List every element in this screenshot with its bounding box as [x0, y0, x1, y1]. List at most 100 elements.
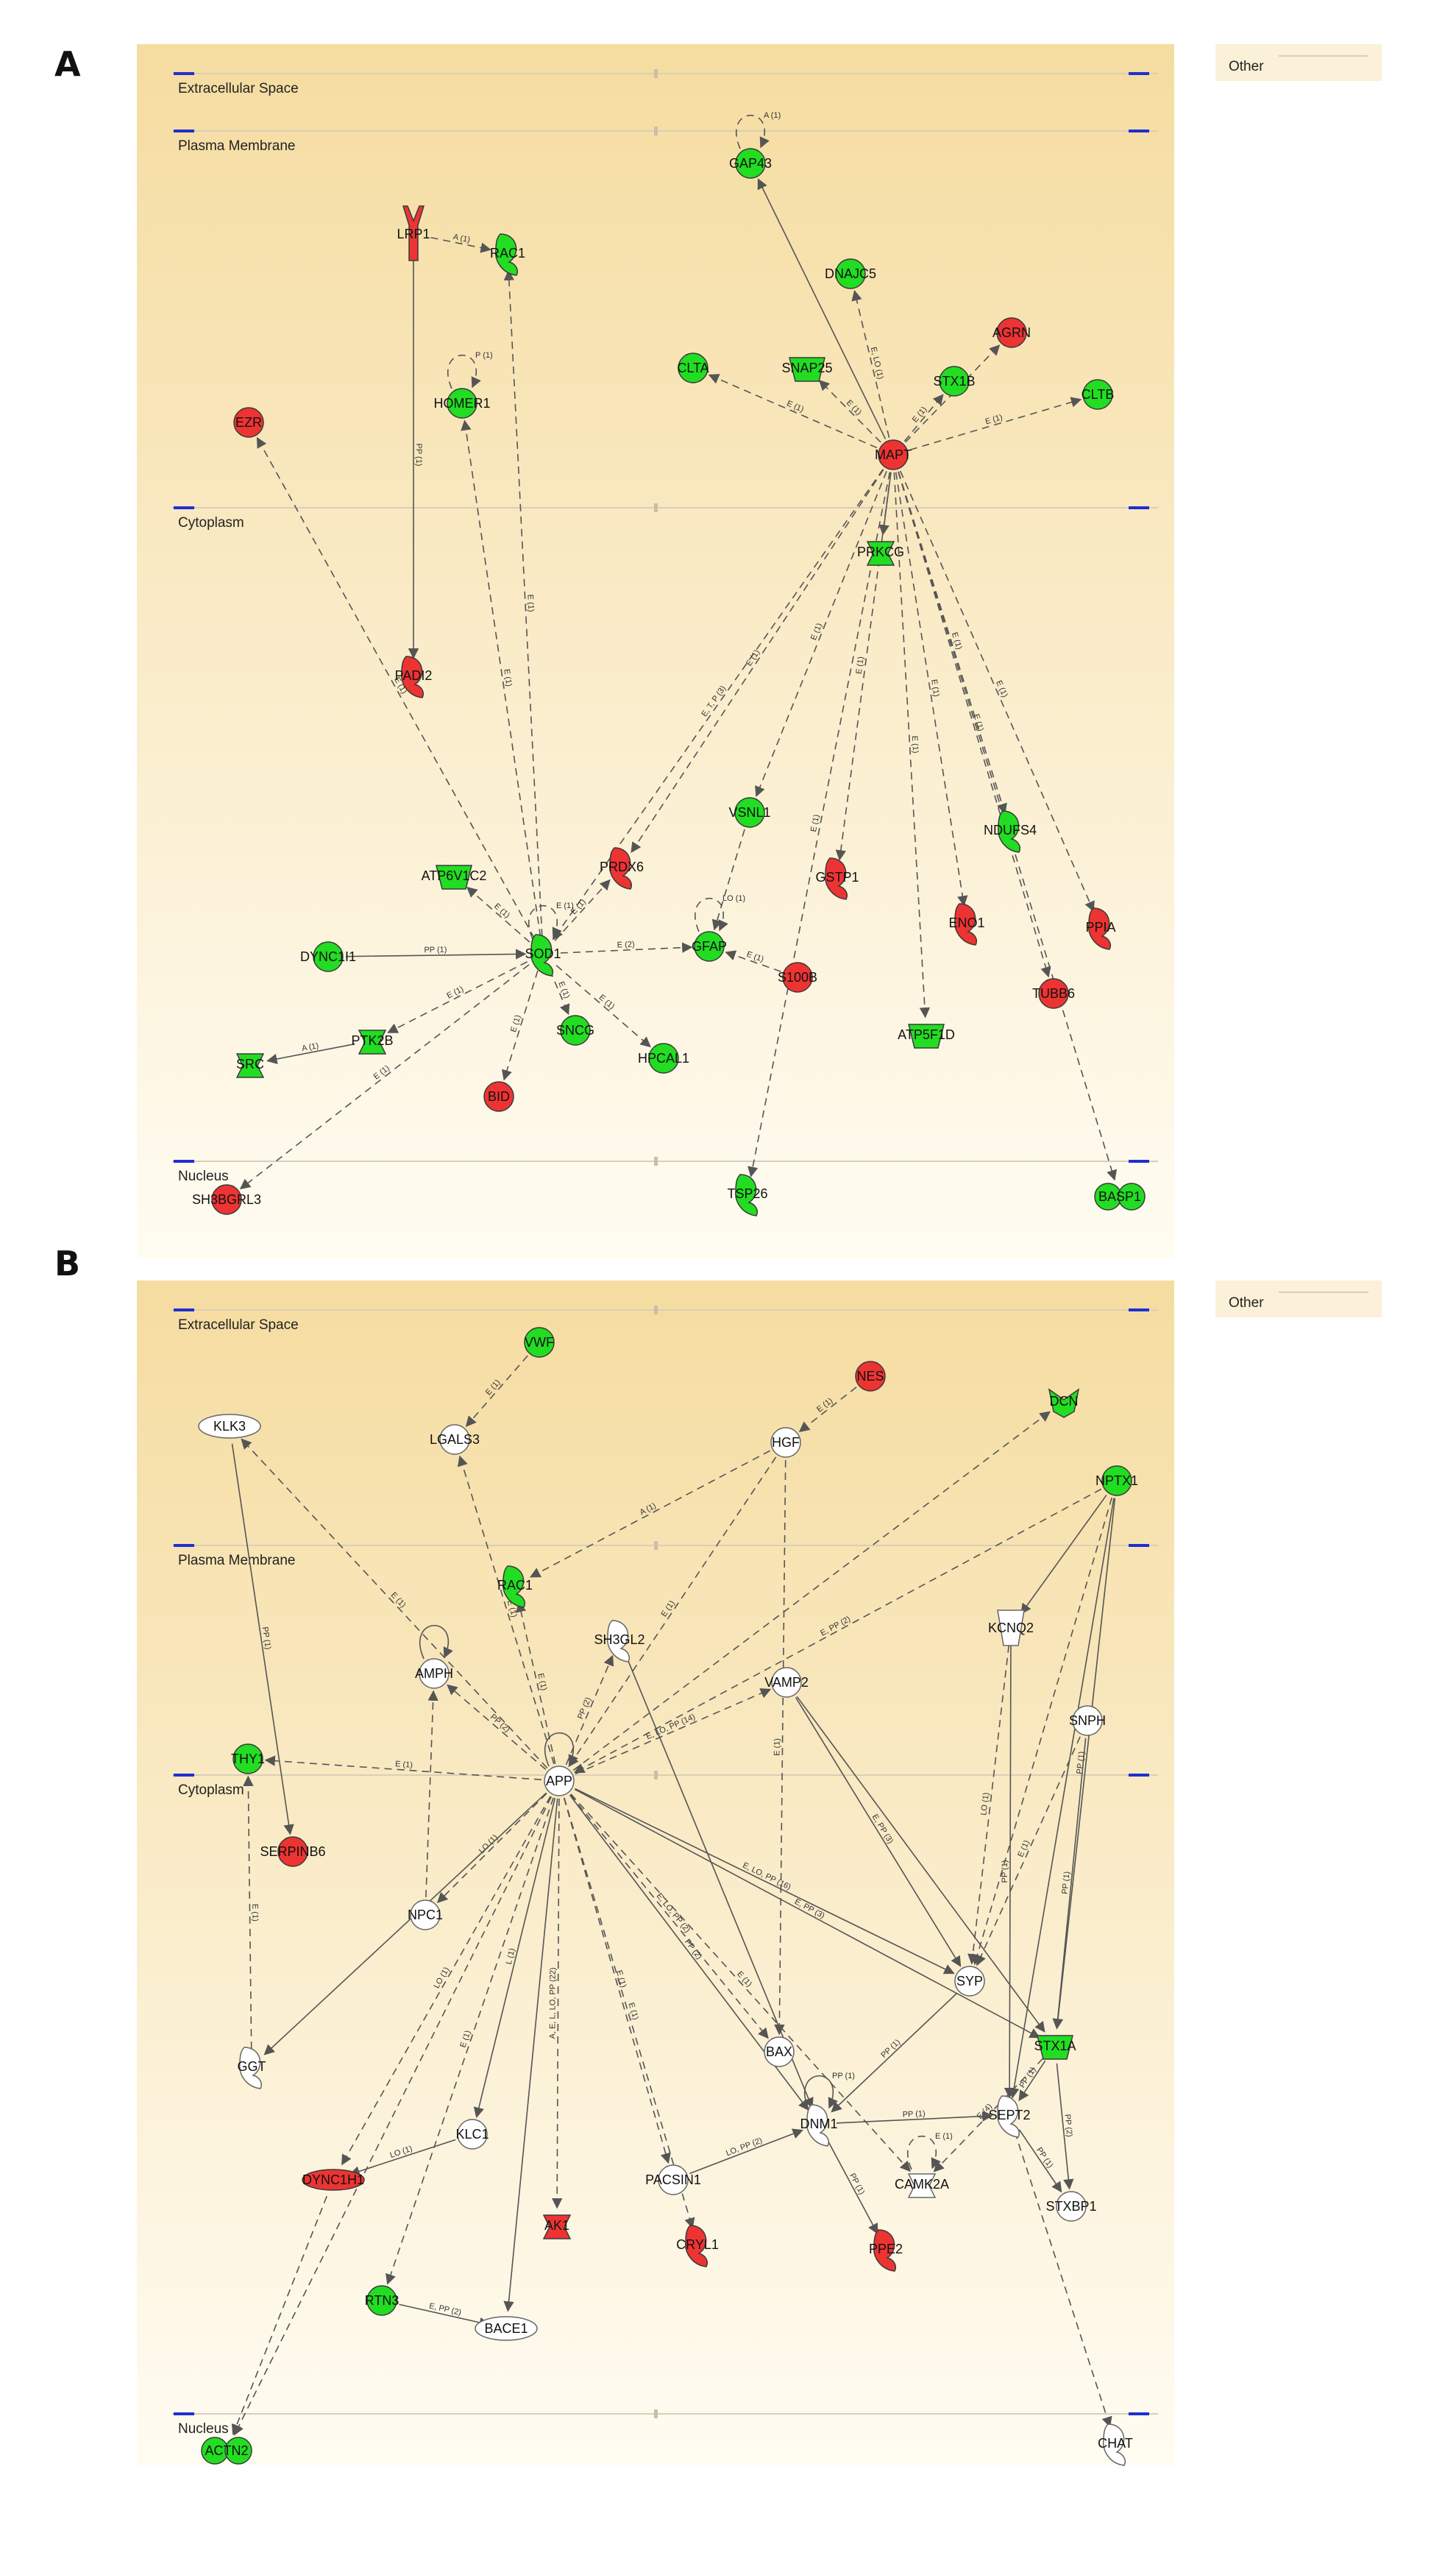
node-sept2[interactable]: SEPT2 [988, 2095, 1031, 2138]
node-pacsin1[interactable]: PACSIN1 [645, 2164, 701, 2195]
node-homer1[interactable]: HOMER1 [433, 388, 491, 419]
node-label-stxbp1: STXBP1 [1045, 2199, 1096, 2214]
node-cltb[interactable]: CLTB [1082, 379, 1115, 410]
edge-dync1i1-to-sod1 [345, 949, 527, 960]
region-label-cytoplasm: Cytoplasm [178, 1782, 244, 1798]
edge-syp-to-dnm1 [831, 1992, 958, 2113]
node-nptx1[interactable]: NPTX1 [1095, 1465, 1138, 1496]
node-clta[interactable]: CLTA [677, 353, 709, 383]
node-atp6v1c2[interactable]: ATP6V1C2 [422, 865, 487, 890]
edge-label: A, E, L, LO, PP (22) [548, 1967, 558, 2039]
edge-label: PP (1) [1001, 1860, 1009, 1883]
edge-sod1-to-ezr [256, 436, 536, 939]
node-bace1[interactable]: BACE1 [475, 2316, 538, 2341]
node-gstp1[interactable]: GSTP1 [815, 857, 859, 900]
node-hpcal1[interactable]: HPCAL1 [638, 1043, 689, 1074]
node-rac1[interactable]: RAC1 [497, 1565, 533, 1608]
node-rtn3[interactable]: RTN3 [365, 2285, 399, 2316]
node-prkcg[interactable]: PRKCG [857, 541, 904, 566]
node-stx1a[interactable]: STX1A [1034, 2035, 1076, 2060]
node-thy1[interactable]: THY1 [231, 1743, 265, 1774]
edge-label: E (1) [525, 594, 535, 612]
node-label-padi2: PADI2 [395, 668, 433, 683]
edge-mapt-to-snap25 [818, 380, 881, 443]
node-hgf[interactable]: HGF [770, 1427, 801, 1458]
node-npc1[interactable]: NPC1 [408, 1899, 443, 1930]
node-dnm1[interactable]: DNM1 [800, 2104, 838, 2147]
node-sncg[interactable]: SNCG [556, 1015, 594, 1046]
node-agrn[interactable]: AGRN [992, 317, 1031, 348]
edge-mapt-to-sod1 [552, 469, 884, 941]
node-vsnl1[interactable]: VSNL1 [728, 797, 771, 828]
node-sod1[interactable]: SOD1 [525, 934, 561, 977]
node-ppia[interactable]: PPIA [1085, 907, 1116, 950]
node-dync1i1[interactable]: DYNC1I1 [300, 941, 356, 972]
node-label-sh3gl2: SH3GL2 [594, 1632, 644, 1647]
node-stxbp1[interactable]: STXBP1 [1045, 2191, 1097, 2222]
node-sh3bgrl3[interactable]: SH3BGRL3 [192, 1184, 261, 1215]
node-ppe2[interactable]: PPE2 [869, 2229, 903, 2272]
node-ezr[interactable]: EZR [233, 407, 264, 438]
node-ak1[interactable]: AK1 [542, 2214, 572, 2239]
edge-label: PP (1) [260, 1626, 272, 1650]
edge-app-to-camk2a [570, 1793, 911, 2172]
node-label-sod1: SOD1 [525, 946, 561, 961]
node-label-kcnq2: KCNQ2 [988, 1621, 1034, 1635]
node-dync1h1[interactable]: DYNC1H1 [302, 2169, 365, 2191]
edge-pacsin1-to-dnm1 [689, 2128, 803, 2175]
self-edge-sod1 [528, 905, 562, 940]
node-klc1[interactable]: KLC1 [455, 2119, 489, 2150]
node-snap25[interactable]: SNAP25 [781, 357, 833, 382]
node-label-bace1: BACE1 [484, 2321, 528, 2336]
edge-sod1-to-rac1 [503, 269, 543, 937]
edge-app-to-pacsin1 [563, 1797, 671, 2164]
edge-mapt-to-atp5f1d [893, 472, 931, 1019]
node-basp1[interactable]: BASP1 [1094, 1183, 1146, 1211]
edge-app-to-amph [447, 1684, 547, 1770]
node-stx1b[interactable]: STX1B [933, 366, 976, 397]
node-ndufs4[interactable]: NDUFS4 [984, 810, 1037, 853]
node-app[interactable]: APP [544, 1765, 575, 1796]
node-serpinb6[interactable]: SERPINB6 [260, 1836, 326, 1867]
node-chat[interactable]: CHAT [1098, 2423, 1133, 2466]
node-label-s100b: S100B [778, 970, 817, 985]
node-tubb6[interactable]: TUBB6 [1032, 978, 1075, 1009]
node-label-atp5f1d: ATP5F1D [898, 1027, 955, 1042]
node-s100b[interactable]: S100B [778, 962, 817, 993]
node-padi2[interactable]: PADI2 [395, 656, 433, 698]
node-gfap[interactable]: GFAP [692, 931, 727, 962]
node-ptk2b[interactable]: PTK2B [351, 1030, 394, 1055]
node-ggt[interactable]: GGT [238, 2047, 266, 2089]
node-eno1[interactable]: ENO1 [948, 903, 985, 946]
node-rac1[interactable]: RAC1 [490, 233, 525, 276]
node-atp5f1d[interactable]: ATP5F1D [898, 1024, 955, 1049]
node-nes[interactable]: NES [855, 1361, 886, 1392]
node-sh3gl2[interactable]: SH3GL2 [594, 1620, 645, 1662]
edge-nptx1-to-sept2 [1009, 1498, 1115, 2099]
node-kcnq2[interactable]: KCNQ2 [988, 1609, 1034, 1646]
node-label-lrp1: LRP1 [397, 227, 430, 241]
node-actn2[interactable]: ACTN2 [201, 2437, 252, 2465]
node-camk2a[interactable]: CAMK2A [895, 2173, 949, 2198]
node-prdx6[interactable]: PRDX6 [600, 847, 644, 890]
node-dcn[interactable]: DCN [1048, 1388, 1080, 1418]
node-amph[interactable]: AMPH [415, 1658, 453, 1689]
node-klk3[interactable]: KLK3 [198, 1414, 261, 1439]
node-mapt[interactable]: MAPT [875, 439, 912, 470]
node-dnajc5[interactable]: DNAJC5 [825, 258, 876, 289]
node-bid[interactable]: BID [483, 1081, 514, 1112]
node-syp[interactable]: SYP [954, 1966, 985, 1997]
node-bax[interactable]: BAX [764, 2036, 795, 2067]
node-lrp1[interactable]: LRP1 [397, 205, 430, 261]
node-src[interactable]: SRC [235, 1053, 265, 1078]
node-vamp2[interactable]: VAMP2 [764, 1667, 809, 1698]
node-lgals3[interactable]: LGALS3 [430, 1424, 480, 1455]
node-gap43[interactable]: GAP43 [729, 148, 772, 179]
edge-sept2-to-chat [1014, 2131, 1112, 2428]
node-vwf[interactable]: VWF [524, 1327, 555, 1358]
node-cryl1[interactable]: CRYL1 [676, 2225, 719, 2267]
node-label-tubb6: TUBB6 [1032, 986, 1075, 1001]
node-tspy26[interactable]: TSP26 [727, 1174, 768, 1216]
node-snph[interactable]: SNPH [1069, 1705, 1106, 1736]
region-plasma-membrane: Plasma Membrane [172, 127, 1158, 154]
